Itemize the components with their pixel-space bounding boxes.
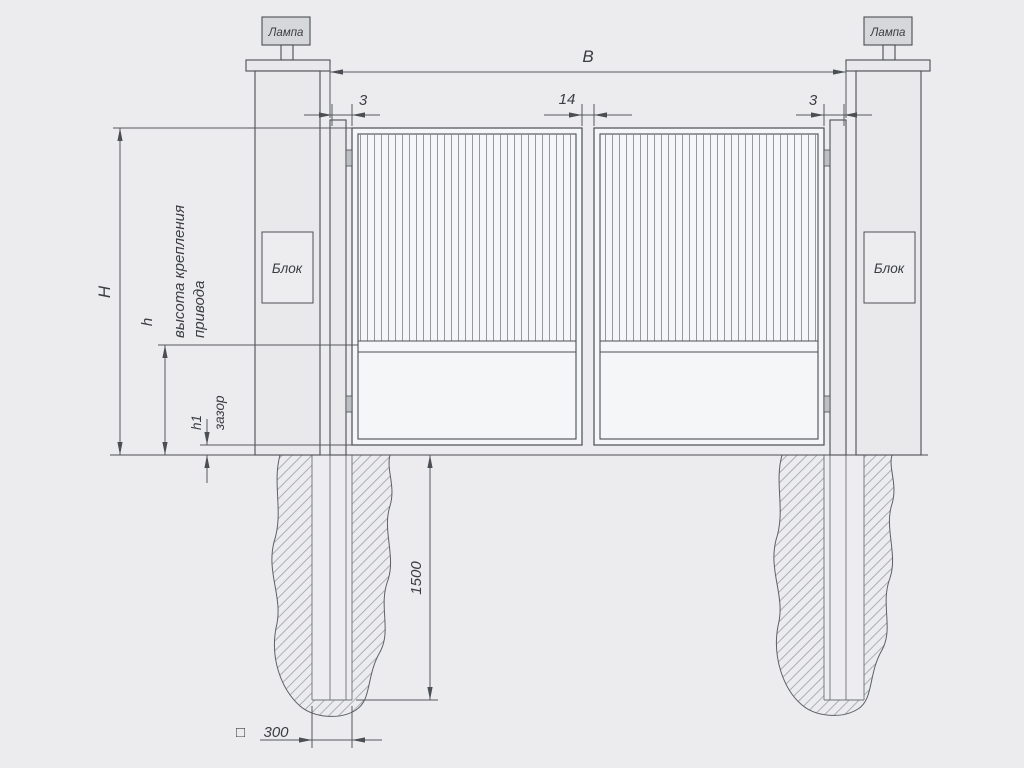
block-right-label: Блок [874, 261, 905, 276]
dim-post-section-label: 300 [263, 724, 289, 741]
dim-left-gap-label: 3 [359, 92, 368, 109]
dim-top-gaps: 3 14 3 [304, 91, 872, 126]
left-block-box [261, 231, 314, 304]
dim-height-label: H [95, 285, 114, 298]
left-leaf-slats [358, 134, 576, 341]
left-post-assembly: Лампа Блок [245, 16, 331, 456]
right-foundation-pipe [823, 455, 865, 701]
dim-foundation-depth-label: 1500 [408, 561, 425, 595]
dim-right-gap-label: 3 [809, 92, 818, 109]
left-leaf-rail [358, 340, 576, 353]
dim-width: В [329, 47, 847, 118]
dim-bottom-gap: h1 зазор [189, 395, 352, 483]
dim-center-gap-label: 14 [559, 91, 576, 108]
dim-drive-height-label: h [139, 318, 156, 326]
square-section-symbol: □ [236, 724, 245, 741]
hinge-bottom-left [345, 395, 353, 413]
dim-bottom-gap-label: h1 [189, 415, 204, 430]
hinge-bottom-right [823, 395, 831, 413]
bottom-gap-name-label: зазор [212, 395, 227, 431]
right-lamp-stem [882, 44, 896, 61]
dim-foundation-depth: 1500 [356, 455, 438, 701]
gate-left-bar [329, 119, 347, 456]
dim-width-label: В [582, 47, 593, 66]
gate-right-leaf [593, 127, 825, 446]
hinge-top-left [345, 149, 353, 167]
gate-left-leaf [351, 127, 583, 446]
lamp-right-label: Лампа [870, 27, 906, 39]
left-foundation-pipe [311, 455, 353, 701]
gate [329, 119, 847, 456]
left-lamp-stem [280, 44, 294, 61]
right-block-box [863, 231, 916, 304]
drive-note-line1: высота крепления [171, 205, 188, 338]
block-left-label: Блок [272, 261, 303, 276]
hinge-top-right [823, 149, 831, 167]
right-leaf-rail [600, 340, 818, 353]
gate-right-bar [829, 119, 847, 456]
lamp-left-label: Лампа [268, 27, 304, 39]
dim-drive-height: h высота крепления привода [139, 205, 358, 455]
drive-note-line2: привода [191, 281, 208, 338]
left-post-cap [245, 59, 331, 72]
right-post-cap [845, 59, 931, 72]
dim-height: H [95, 127, 352, 455]
dim-post-section: □ 300 [236, 706, 382, 748]
right-post-assembly: Лампа Блок [845, 16, 931, 456]
right-leaf-slats [600, 134, 818, 341]
